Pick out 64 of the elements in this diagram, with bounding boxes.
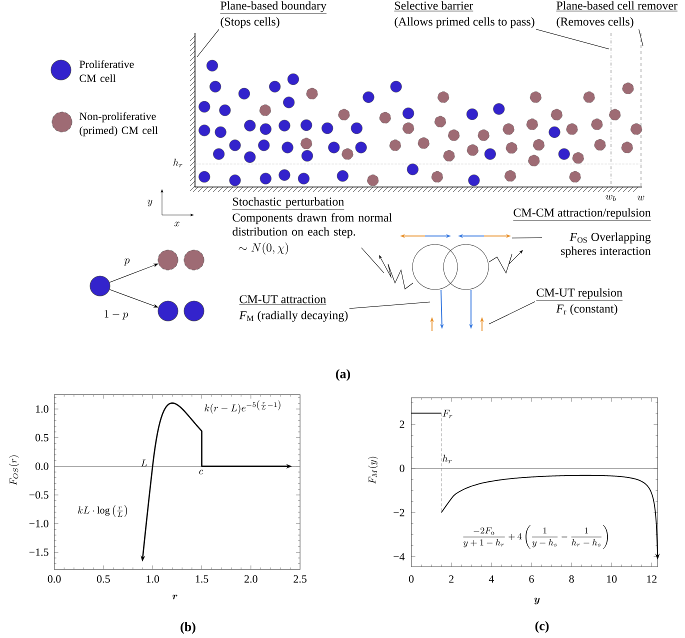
tick-label: −4 [394,553,405,560]
tick-label: −0.5 [29,491,48,499]
tick-label: 0.0 [48,575,61,583]
legend-label: Proliferative CM cell [80,60,134,82]
axis-label: $r$ [172,594,178,600]
tick-label: −1.5 [29,548,48,556]
axis-label: $F_{OS}(r)$ [9,455,19,486]
point-label: $L$ [141,460,148,466]
formula-label: $\frac{-2F_a}{y+1-h_r}+4\left(\frac{1}{y-h_s}-\frac{1}{h_r-h_s}\right)$ [463,525,608,549]
arrow [109,289,158,308]
panel-label: (b) [180,622,196,634]
cell-circle [158,250,178,270]
tick-label: 10 [607,575,617,583]
formula-label: $kL\cdot\log\left(\frac{r}{L}\right)$ [78,505,127,517]
tick-label: 6 [529,575,534,583]
legend-label: Non-proliferative (primed) CM cell [80,112,158,136]
tick-label: 2 [449,575,454,583]
tick-label: 1.0 [36,405,48,413]
leader-line [196,29,220,58]
height-label: $h_r$ [442,454,452,464]
arrow [109,264,158,283]
tick-label: 8 [569,575,574,583]
axis-label: $y$ [534,598,540,604]
leader-line [638,29,644,46]
callout-label: Stochastic perturbation Components drawn from normal distribution on each step. $\sim N(0,\chi)$ [232,197,392,255]
tick-label: 2.0 [244,575,258,583]
axis-label: $y$ [148,200,152,206]
height-label: $h_r$ [173,158,182,168]
callout-label: Selective barrier (Allows primed cells to pass) [394,1,534,28]
cell-circle [90,276,110,296]
edge-label: $p$ [124,258,130,266]
tick-label: 0 [400,464,404,472]
axis-label: $F_M(y)$ [368,456,378,484]
cell-circle [158,300,178,322]
tick-label: 0.5 [97,575,110,583]
callout-label: CM-UT attraction F$_{M}$ (radially decaying) [239,295,348,322]
callout-label: Plane-based boundary (Stops cells) [220,1,327,28]
leader-line [361,247,384,274]
tick-label: 2 [400,420,404,428]
callout-label: CM-CM attraction/repulsion F$_{OS}$ Overlapping spheres interaction [513,208,652,258]
point-label: $c$ [199,470,204,474]
tick-label: 0.0 [35,462,48,470]
tick-label: 12 [647,575,657,583]
leader-line [536,29,610,50]
leader-line [488,301,536,324]
cell-circle [184,300,204,322]
edge-label: $1-p$ [104,310,128,320]
tick-label: −2 [394,508,404,516]
cell-circle [184,250,204,270]
formula-label: $F_r$ [442,410,452,418]
tick-label: 4 [488,575,494,583]
tick-label: 0 [408,575,414,583]
callout-label: CM-UT repulsion F$_{r}$ (constant) [536,288,623,316]
formula-label: $k(r-L)e^{-5\left(\frac{r}{L}-1\right)}$ [204,400,280,414]
tick-label: 1.5 [196,575,208,583]
panel-label: (a) [336,369,350,381]
callout-label: Plane-based cell remover (Removes cells) [556,1,678,28]
axis-label: $x$ [174,222,180,226]
tick-label: 2.5 [294,575,306,583]
tick-label: 1.0 [146,575,160,583]
panel-label: (c) [535,621,549,633]
leader-line [349,302,430,309]
tick-label: 0.5 [35,434,48,442]
tick-label: −1.0 [29,520,48,528]
